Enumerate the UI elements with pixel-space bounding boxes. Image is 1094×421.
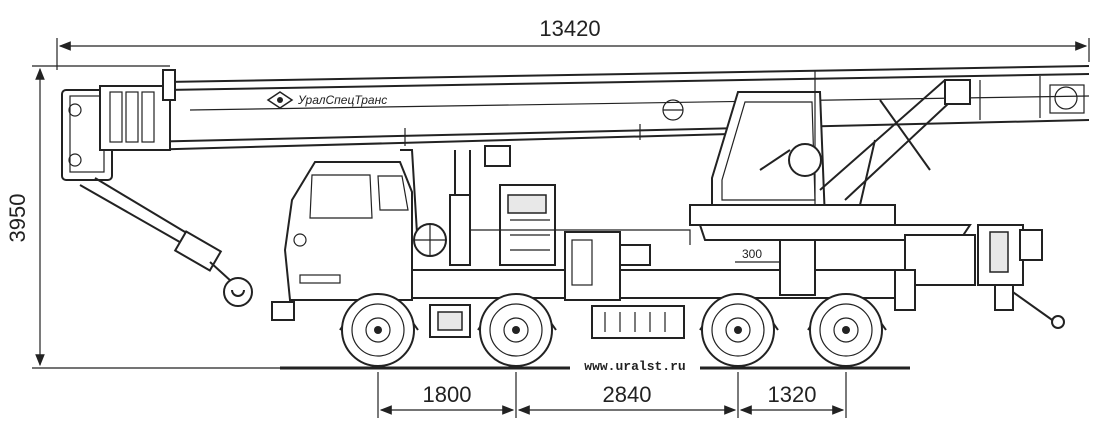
website-url: www.uralst.ru	[584, 359, 685, 374]
wheel-axle-4	[809, 293, 883, 367]
fuel-tank	[591, 305, 685, 339]
wheelbase-middle-label: 2840	[603, 382, 652, 407]
overall-height-label: 3950	[5, 194, 30, 243]
truck-cab	[283, 149, 447, 301]
dimension-300-label: 300	[742, 247, 762, 261]
wheelbase-dimensions: 1800 2840 1320	[377, 372, 847, 418]
wheel-axle-1	[341, 293, 415, 367]
company-logo: УралСпецТранс	[266, 91, 387, 109]
dimension-overall-length: 13420	[56, 16, 1090, 70]
hook-assembly	[79, 177, 295, 321]
overall-length-label: 13420	[539, 16, 600, 41]
wheelbase-rear-label: 1320	[768, 382, 817, 407]
dimension-overall-height: 3950	[5, 65, 300, 369]
wheel-axle-2	[479, 293, 553, 367]
wheelbase-front-label: 1800	[423, 382, 472, 407]
company-name: УралСпецТранс	[297, 93, 387, 107]
superstructure	[689, 70, 1065, 329]
chassis: 300	[411, 145, 916, 339]
crane-boom	[61, 65, 1090, 181]
wheel-axle-3	[701, 293, 775, 367]
wheels	[339, 293, 887, 367]
